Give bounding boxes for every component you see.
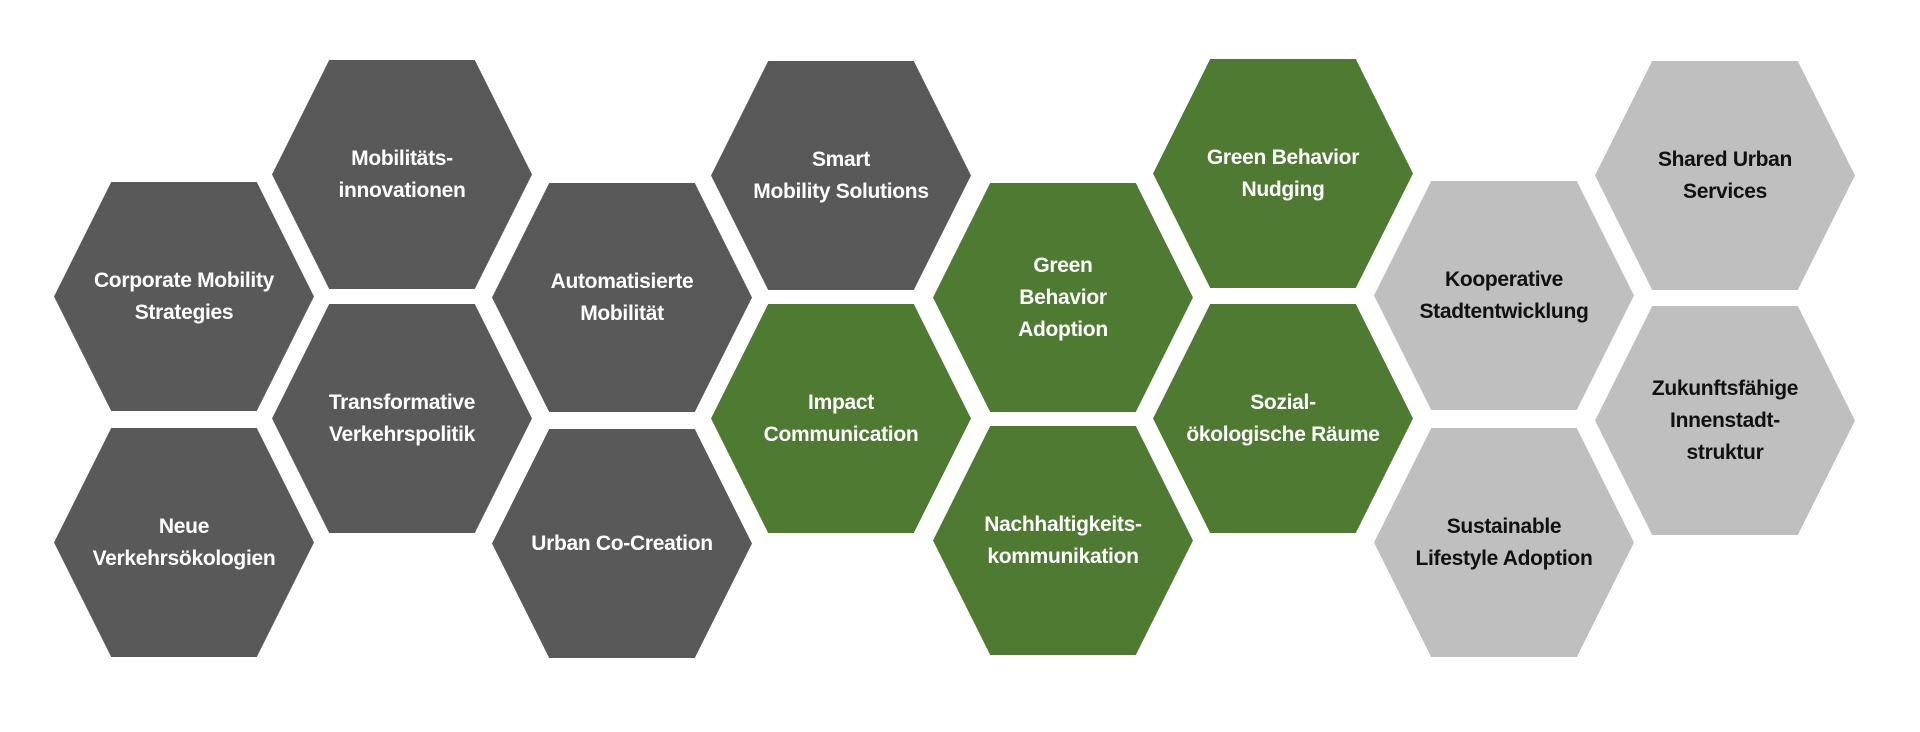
hex-smart-mobility-solutions: Smart Mobility Solutions (711, 61, 971, 290)
hex-sozial-oekologische-raeume: Sozial- ökologische Räume (1153, 304, 1413, 533)
hex-label: Neue Verkehrsökologien (92, 514, 276, 570)
hex-green-behavior-adoption: Green Behavior Adoption (933, 183, 1193, 412)
hex-mobilitaetsinnovationen: Mobilitäts- innovationen (272, 60, 532, 289)
hex-green-behavior-nudging: Green Behavior Nudging (1153, 59, 1413, 288)
hex-label: Corporate Mobility Strategies (93, 268, 275, 324)
hex-shared-urban-services: Shared Urban Services (1595, 61, 1855, 290)
hex-label: Nachhaltigkeits- kommunikation (984, 512, 1142, 568)
hex-label: Green Behavior Nudging (1206, 145, 1360, 201)
hex-label: Kooperative Stadtentwicklung (1419, 267, 1589, 323)
hex-label: Shared Urban Services (1657, 147, 1793, 203)
hex-impact-communication: Impact Communication (711, 304, 971, 533)
hex-nachhaltigkeitskommunikation: Nachhaltigkeits- kommunikation (933, 426, 1193, 655)
hex-label: Mobilitäts- innovationen (338, 146, 466, 202)
hex-neue-verkehrsoekologien: Neue Verkehrsökologien (54, 428, 314, 657)
hex-label: Transformative Verkehrspolitik (328, 390, 476, 446)
hex-kooperative-stadtentwicklung: Kooperative Stadtentwicklung (1374, 181, 1634, 410)
hex-label: Sustainable Lifestyle Adoption (1415, 514, 1593, 570)
hex-zukunftsfaehige-innenstadtstruktur: Zukunftsfähige Innenstadt- struktur (1595, 306, 1855, 535)
hex-transformative-verkehrspolitik: Transformative Verkehrspolitik (272, 304, 532, 533)
hex-label: Sozial- ökologische Räume (1186, 390, 1380, 446)
hex-label: Smart Mobility Solutions (753, 147, 929, 203)
hex-sustainable-lifestyle-adoption: Sustainable Lifestyle Adoption (1374, 428, 1634, 657)
hex-urban-co-creation: Urban Co-Creation (492, 429, 752, 658)
hex-automatisierte-mobilitaet: Automatisierte Mobilität (492, 183, 752, 412)
hex-corporate-mobility-strategies: Corporate Mobility Strategies (54, 182, 314, 411)
hex-label: Zukunftsfähige Innenstadt- struktur (1651, 376, 1799, 464)
hex-label: Urban Co-Creation (531, 531, 713, 555)
hex-label: Green Behavior Adoption (1018, 253, 1108, 341)
hex-label: Impact Communication (763, 390, 919, 446)
hex-label: Automatisierte Mobilität (550, 269, 694, 325)
